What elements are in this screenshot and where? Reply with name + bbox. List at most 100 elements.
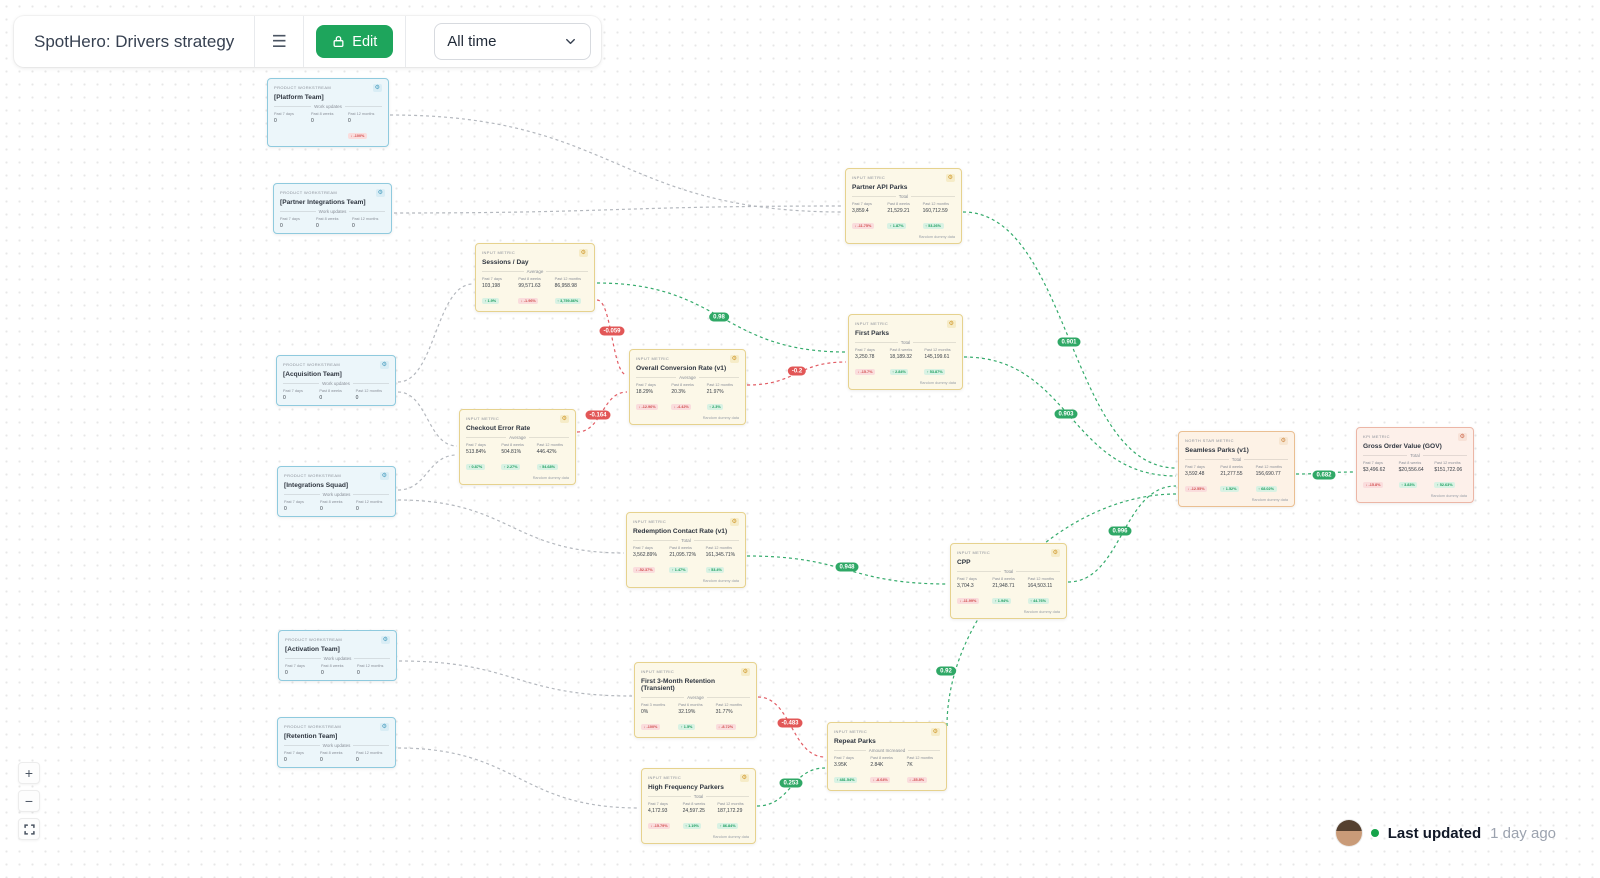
gear-icon[interactable]: ⚙ (379, 472, 389, 480)
column-label: Past 8 weeks (889, 348, 913, 352)
column-label: Past 12 months (554, 277, 582, 281)
gear-icon[interactable]: ⚙ (946, 320, 956, 328)
card-section-label: Total (852, 194, 955, 199)
gear-icon[interactable]: ⚙ (739, 774, 749, 782)
column-label: Past 8 weeks (319, 389, 342, 393)
card-header: Input metric⚙ (648, 774, 749, 782)
gear-icon[interactable]: ⚙ (1050, 549, 1060, 557)
workstream-card-platform[interactable]: Product workstream⚙[Platform Team]Work u… (267, 78, 389, 147)
trend-badge: ↑ 1.47% (669, 566, 689, 573)
edge-correlation-badge[interactable]: -0.059 (599, 326, 625, 336)
zoom-out-button[interactable]: − (18, 790, 40, 812)
edge-correlation-badge[interactable]: -0.164 (585, 410, 611, 420)
edge-correlation-badge[interactable]: 0.92 (936, 666, 956, 676)
metric-card-seamless[interactable]: North star metric⚙Seamless Parks (v1)Tot… (1178, 431, 1295, 507)
gear-icon[interactable]: ⚙ (578, 249, 588, 257)
metric-card-redemption[interactable]: Input metric⚙Redemption Contact Rate (v1… (626, 512, 746, 588)
gear-icon[interactable]: ⚙ (380, 636, 390, 644)
edge-correlation-badge[interactable]: 0.948 (835, 562, 859, 572)
edge-correlation-badge[interactable]: 0.903 (1054, 409, 1078, 419)
trend-badge: ↑ 1.52% (1220, 485, 1240, 492)
edge-correlation-badge[interactable]: 0.682 (1312, 470, 1336, 480)
workstream-card-retention[interactable]: Product workstream⚙[Retention Team]Work … (277, 717, 396, 768)
column-label: Past 8 weeks (870, 756, 893, 760)
card-header: Product workstream⚙ (285, 636, 390, 644)
card-section-label: Work updates (284, 492, 389, 497)
edit-button[interactable]: Edit (316, 25, 394, 58)
trend-badge: ↑ 53.4% (705, 566, 725, 573)
metric-card-first3mo[interactable]: Input metric⚙First 3-Month Retention (Tr… (634, 662, 757, 738)
column-value: 0 (352, 222, 355, 229)
card-section-label: Total (855, 340, 956, 345)
zoom-in-button[interactable]: + (18, 762, 40, 784)
edge-correlation-badge[interactable]: -0.2 (787, 366, 807, 376)
metric-card-partner_api_parks[interactable]: Input metric⚙Partner API ParksTotalPast … (845, 168, 962, 244)
column-value: 3,704.3 (957, 582, 974, 589)
gear-icon[interactable]: ⚙ (379, 723, 389, 731)
edge-correlation-badge[interactable]: 0.98 (709, 312, 729, 322)
gear-icon[interactable]: ⚙ (945, 174, 955, 182)
column-value: 103,198 (482, 282, 501, 289)
workstream-card-integrations_squad[interactable]: Product workstream⚙[Integrations Squad]W… (277, 466, 396, 517)
trend-badge: ↑ 52.63% (1434, 481, 1456, 488)
trend-badge: ↑ 481.54% (834, 776, 857, 783)
gear-icon[interactable]: ⚙ (1457, 433, 1467, 441)
gear-icon[interactable]: ⚙ (375, 189, 385, 197)
edge-correlation-badge[interactable]: 0.901 (1057, 337, 1081, 347)
fit-view-button[interactable] (18, 818, 40, 840)
menu-button[interactable]: ☰ (255, 16, 303, 67)
metric-card-gov[interactable]: KPI metric⚙Gross Order Value (GOV)TotalP… (1356, 427, 1474, 503)
column-value: 3,562.89% (633, 551, 657, 558)
edge-acquisition-to-sessions (397, 283, 474, 383)
card-header: Product workstream⚙ (284, 723, 389, 731)
metric-card-overall_conversion[interactable]: Input metric⚙Overall Conversion Rate (v1… (629, 349, 746, 425)
metric-card-checkout[interactable]: Input metric⚙Checkout Error RateAverageP… (459, 409, 576, 485)
user-avatar[interactable] (1335, 820, 1362, 846)
metric-card-high_freq[interactable]: Input metric⚙High Frequency ParkersTotal… (641, 768, 756, 844)
column-label: Past 8 weeks (321, 664, 344, 668)
divider (254, 16, 256, 67)
workstream-card-activation[interactable]: Product workstream⚙[Activation Team]Work… (278, 630, 397, 681)
time-range-select[interactable]: All time (434, 23, 592, 60)
workstream-card-partner_integrations[interactable]: Product workstream⚙[Partner Integrations… (273, 183, 392, 234)
edge-correlation-badge[interactable]: -0.483 (777, 718, 803, 728)
edge-correlation-badge[interactable]: 0.996 (1108, 526, 1132, 536)
gear-icon[interactable]: ⚙ (740, 668, 750, 676)
gear-icon[interactable]: ⚙ (559, 415, 569, 423)
trend-badge: ↓ -11.75% (852, 222, 874, 229)
trend-badge: ↓ -12.55% (1185, 485, 1208, 492)
gear-icon[interactable]: ⚙ (372, 84, 382, 92)
card-title: Redemption Contact Rate (v1) (633, 528, 728, 535)
gear-icon[interactable]: ⚙ (729, 355, 739, 363)
gear-icon[interactable]: ⚙ (930, 728, 940, 736)
column-value: 3,859.4 (852, 207, 869, 214)
trend-badge: ↓ -15.8% (1363, 481, 1383, 488)
gear-icon[interactable]: ⚙ (1278, 437, 1288, 445)
column-value: 0 (285, 669, 288, 676)
column-value: 145,199.61 (924, 353, 950, 360)
gear-icon[interactable]: ⚙ (379, 361, 389, 369)
column-label: Past 8 weeks (518, 277, 541, 281)
workstream-card-acquisition[interactable]: Product workstream⚙[Acquisition Team]Wor… (276, 355, 396, 406)
gear-icon[interactable]: ⚙ (729, 518, 739, 526)
card-type-label: Input metric (855, 321, 889, 326)
card-title: [Activation Team] (285, 646, 340, 653)
edge-correlation-badge[interactable]: 0.253 (779, 778, 803, 788)
column-label: Past 8 weeks (320, 500, 343, 504)
column-label: Past 12 months (355, 389, 383, 393)
column-value: 86,958.98 (554, 282, 577, 289)
